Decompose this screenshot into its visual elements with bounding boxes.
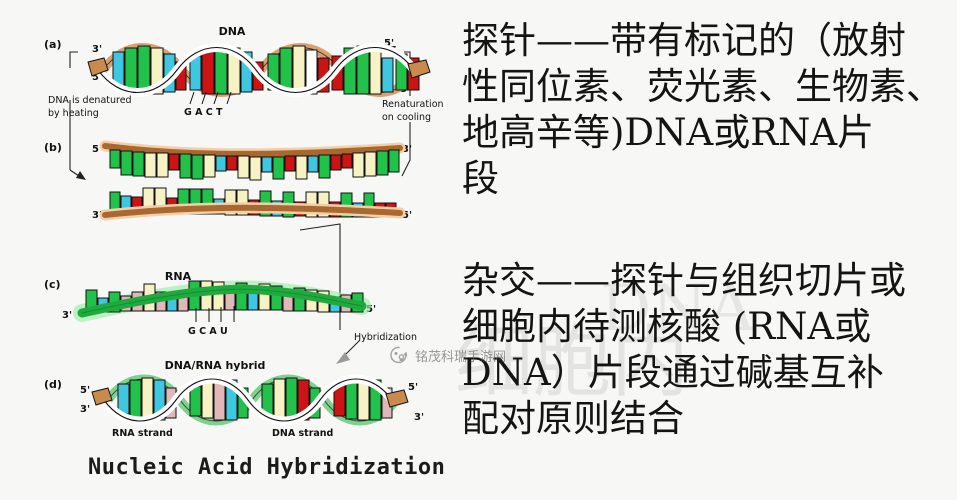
paragraph-hybridization: 杂交——探针与组织切片或 细胞内待测核酸 (RNA或 DNA）片段通过碱基互补 … bbox=[462, 258, 957, 442]
rna-strand-label: RNA strand bbox=[112, 428, 173, 439]
probe-line-4: 段 bbox=[462, 157, 499, 200]
panel-d-prime-3-left: 3' bbox=[80, 404, 90, 415]
hybridization-line-4: 配对原则结合 bbox=[462, 397, 684, 440]
panel-d-label: (d) bbox=[44, 378, 62, 391]
probe-line-3: 地高辛等)DNA或RNA片 bbox=[462, 111, 875, 154]
dna-strand-label: DNA strand bbox=[272, 428, 333, 439]
panel-a-molecule-label: DNA bbox=[219, 25, 246, 38]
denature-annotation-line1: DNA is denatured bbox=[48, 95, 132, 106]
panel-a-prime-3-left: 3' bbox=[92, 44, 102, 55]
panel-a-prime-5-left: 5' bbox=[92, 72, 102, 83]
panel-d-prime-5-right: 5' bbox=[408, 382, 418, 393]
panel-b-prime-3-left: 3' bbox=[92, 210, 102, 221]
panel-b-prime-3-right: 3' bbox=[402, 144, 412, 155]
base-ticks-a bbox=[189, 91, 232, 105]
panel-c-label: (c) bbox=[44, 278, 61, 291]
panel-b-prime-5-right: 5' bbox=[402, 210, 412, 221]
figure-title: Nucleic Acid Hybridization bbox=[88, 455, 446, 480]
probe-line-2: 性同位素、荧光素、生物素、 bbox=[462, 65, 943, 108]
explanatory-text-panel: 探针——带有标记的（放射 性同位素、荧光素、生物素、 地高辛等)DNA或RNA片… bbox=[452, 0, 957, 500]
renature-annotation-line2: on cooling bbox=[382, 112, 431, 123]
panel-a-bases: G A C T bbox=[184, 107, 223, 118]
dna-double-helix-a bbox=[87, 43, 431, 97]
panel-c-prime-3: 3' bbox=[62, 310, 72, 321]
paragraph-probe: 探针——带有标记的（放射 性同位素、荧光素、生物素、 地高辛等)DNA或RNA片… bbox=[462, 18, 957, 202]
dna-rna-hybrid-helix-d bbox=[91, 374, 409, 426]
single-strand-upper-b bbox=[99, 140, 406, 181]
panel-d-prime-3-right: 3' bbox=[414, 412, 424, 423]
panel-a-prime-5-right: 5' bbox=[384, 38, 394, 49]
panel-c-prime-5: 5' bbox=[366, 304, 376, 315]
panel-d-prime-5-left: 5' bbox=[80, 385, 90, 396]
probe-line-1: 探针——带有标记的（放射 bbox=[462, 19, 906, 62]
panel-b-label: (b) bbox=[44, 141, 62, 154]
hybridization-line-2: 细胞内待测核酸 (RNA或 bbox=[462, 305, 872, 348]
base-ticks-c bbox=[195, 306, 235, 322]
diagram-svg: (a) DNA 3' 5' 5' 3' bbox=[0, 0, 450, 500]
base-pairs-a bbox=[112, 45, 420, 95]
panel-a-label: (a) bbox=[44, 38, 61, 51]
panel-b-prime-5-left: 5' bbox=[92, 144, 102, 155]
hybridization-line-3: DNA）片段通过碱基互补 bbox=[462, 351, 884, 394]
denature-annotation-line2: by heating bbox=[48, 108, 99, 119]
single-strand-lower-b bbox=[99, 187, 406, 221]
hybridization-line-1: 杂交——探针与组织切片或 bbox=[462, 259, 906, 302]
rna-single-strand-c bbox=[73, 280, 371, 322]
hybridization-annotation: Hybridization bbox=[354, 332, 417, 343]
panel-c-molecule-label: RNA bbox=[165, 270, 192, 283]
panel-d-molecule-label: DNA/RNA hybrid bbox=[165, 359, 266, 372]
nucleic-acid-hybridization-diagram: (a) DNA 3' 5' 5' 3' bbox=[0, 0, 450, 500]
panel-c-bases: G C A U bbox=[188, 326, 228, 337]
renature-annotation-line1: Renaturation bbox=[382, 99, 444, 110]
